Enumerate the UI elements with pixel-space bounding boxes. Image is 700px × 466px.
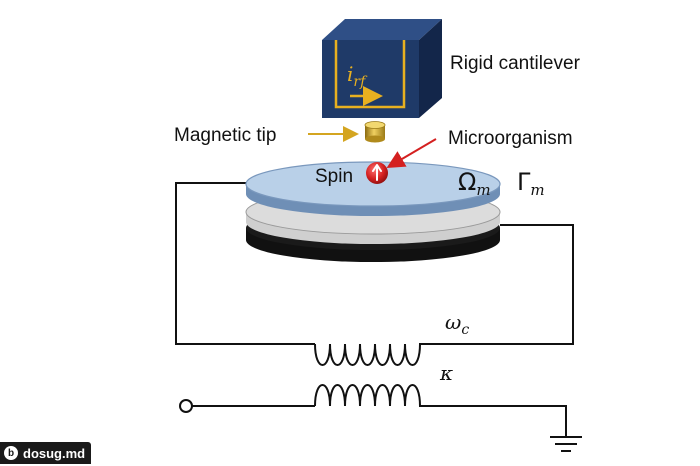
rf-current-loop bbox=[334, 40, 406, 109]
irf-subscript: rf bbox=[353, 74, 368, 90]
label-spin: Spin bbox=[315, 166, 353, 187]
lower-coil bbox=[314, 384, 428, 407]
ground-wire bbox=[428, 405, 567, 436]
left-wire bbox=[175, 182, 315, 345]
ground-symbol bbox=[550, 436, 582, 452]
magnetic-tip bbox=[364, 121, 386, 143]
spin-up-arrow-icon bbox=[372, 164, 382, 181]
upper-coil bbox=[314, 343, 427, 366]
svg-text:Γm: Γm bbox=[517, 168, 545, 199]
cantilever-side-face bbox=[419, 19, 442, 118]
label-rigid-cantilever: Rigid cantilever bbox=[450, 53, 581, 74]
irf-symbol: i bbox=[347, 62, 353, 86]
right-wire bbox=[427, 224, 574, 345]
gamma-m-symbol: Γ bbox=[517, 168, 531, 196]
input-terminal bbox=[179, 399, 193, 413]
omega-m-subscript: m bbox=[476, 181, 490, 199]
watermark-logo-icon: b bbox=[4, 446, 18, 460]
watermark-badge: b dosug.md bbox=[0, 442, 92, 464]
cantilever-top-face bbox=[322, 19, 442, 40]
svg-text:Ωm: Ωm bbox=[458, 168, 491, 199]
kappa-symbol: κ bbox=[439, 361, 453, 385]
gamma-m-subscript: m bbox=[530, 181, 544, 199]
svg-text:irf: irf bbox=[347, 62, 368, 90]
microorganism-pointer bbox=[386, 138, 437, 169]
svg-text:ωc: ωc bbox=[445, 310, 469, 338]
disk-top-surface bbox=[245, 161, 501, 207]
rigid-cantilever-block: irf bbox=[322, 19, 442, 118]
label-microorganism: Microorganism bbox=[448, 128, 573, 149]
spin-particle bbox=[366, 162, 388, 184]
label-magnetic-tip: Magnetic tip bbox=[174, 125, 276, 146]
resonator-disk bbox=[245, 161, 501, 262]
omega-c-symbol: ω bbox=[445, 310, 461, 334]
watermark-text: dosug.md bbox=[23, 445, 86, 461]
omega-m-symbol: Ω bbox=[458, 168, 476, 196]
circuit-wires bbox=[175, 182, 574, 436]
omega-c-subscript: c bbox=[461, 322, 469, 338]
